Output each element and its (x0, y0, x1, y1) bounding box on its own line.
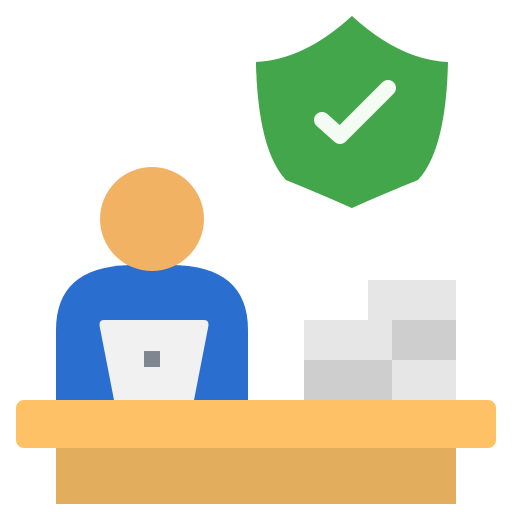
paper-top (368, 280, 456, 320)
shield-left-shade (256, 16, 352, 208)
document-stack-icon (304, 280, 456, 400)
laptop-logo (144, 351, 160, 367)
desk-front (56, 446, 456, 504)
checkmark-icon (314, 80, 396, 144)
person-head (100, 167, 204, 271)
laptop-icon (99, 320, 209, 400)
desk-top (16, 400, 496, 448)
shield-check-icon (256, 16, 448, 208)
paper-bottom-left (304, 360, 392, 400)
paper-bottom-right (392, 360, 456, 400)
desk-icon (16, 400, 496, 504)
paper-mid-left (304, 320, 392, 360)
paper-mid-right (392, 320, 456, 360)
